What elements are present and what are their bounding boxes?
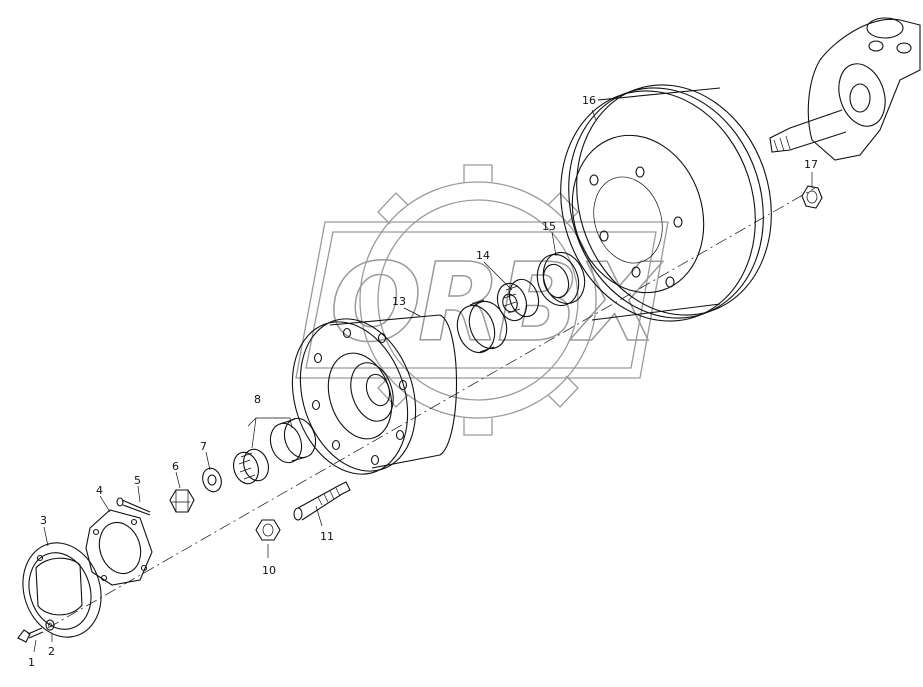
callout-2: 2 [48,645,55,658]
callout-6: 6 [172,460,179,473]
hub-cap [22,542,102,638]
callout-4: 4 [96,484,103,497]
watermark-frame [295,221,669,379]
callout-3: 3 [40,514,47,527]
callout-13: 13 [392,295,406,308]
callout-10: 10 [262,564,276,577]
outer-bearing-cone [496,278,540,322]
lock-washer [45,619,55,631]
callout-11: 11 [320,530,334,543]
callout-labels: 1 2 3 4 5 6 7 8 10 11 13 14 15 16 17 [28,94,818,669]
watermark-text: ORBX [330,241,663,366]
center-axis [47,187,816,629]
callout-8: 8 [254,393,261,406]
callout-7: 7 [200,440,207,453]
washer [202,467,222,493]
steering-knuckle [769,17,921,161]
hub-gasket [85,509,153,586]
callout-16: 16 [582,94,596,107]
wheel-hub [291,314,457,475]
cap-bolt [17,627,44,643]
callout-15: 15 [542,220,556,233]
callout-14: 14 [476,249,490,262]
inner-bearing [233,417,317,485]
callout-17: 17 [804,158,818,171]
leader-lines [33,109,813,653]
outer-bearing-cup [536,251,586,307]
watermark: ORBX [295,164,669,436]
callout-5: 5 [134,474,141,487]
brake-drum [560,84,772,322]
wheel-stud [293,481,351,521]
callout-1: 1 [28,656,35,669]
castle-nut [169,489,195,513]
seal-ring [456,299,508,354]
knuckle-nut [801,185,823,209]
wheel-nut [255,519,281,541]
cotter-pin [116,497,151,516]
